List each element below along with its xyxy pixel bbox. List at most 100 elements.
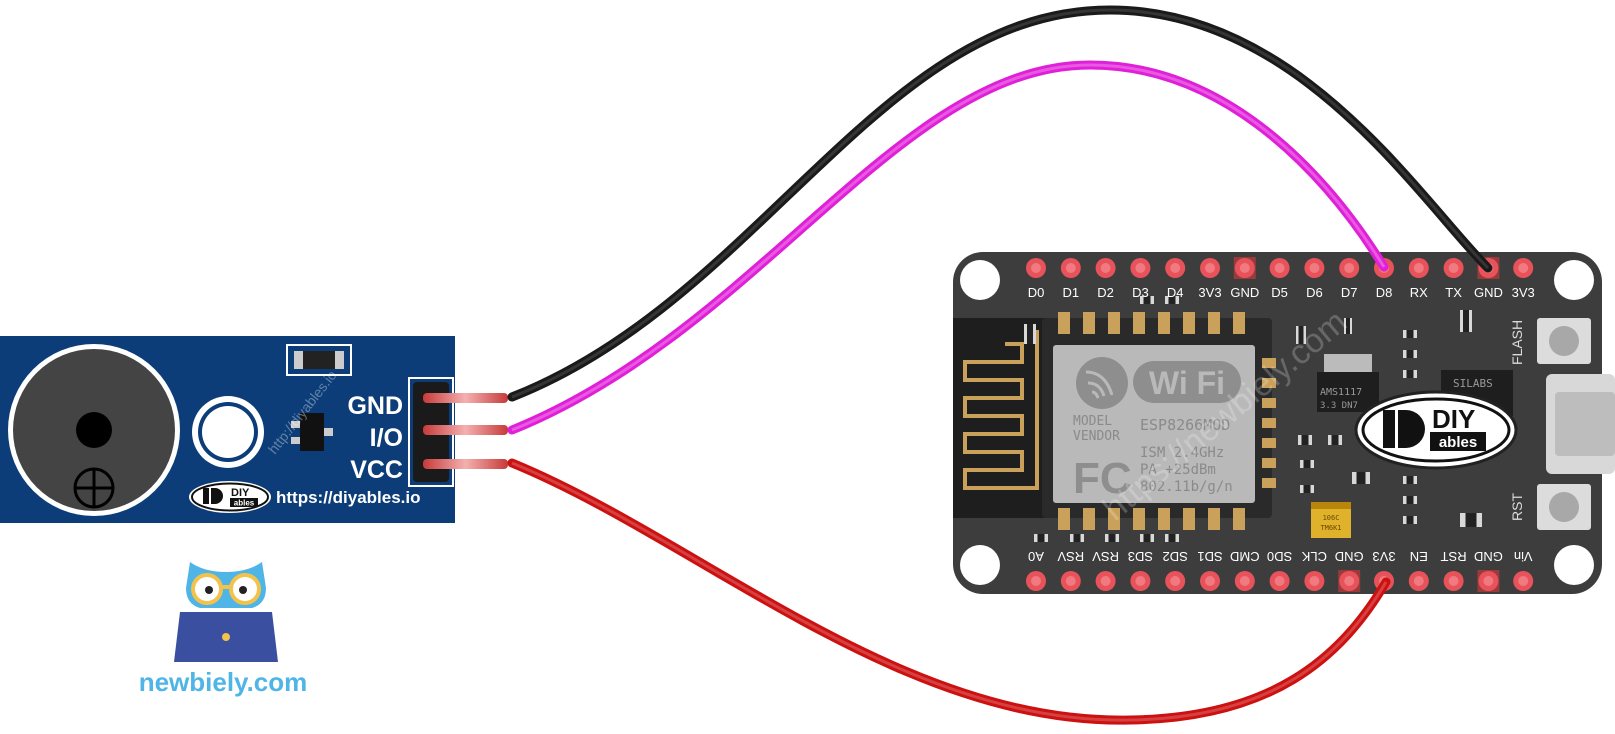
top-pin-3v3: 3V3 [1512,258,1535,300]
smd-part [1460,310,1472,332]
smd-part [1105,534,1119,542]
bottom-pin-sd1: SD1 [1197,549,1223,591]
bottom-pin-en: EN [1408,549,1429,591]
flash-button: FLASH [1509,318,1591,365]
bottom-pin-label: A0 [1028,549,1044,564]
newbiely-site: newbiely.com [139,667,308,697]
top-pin-d1: D1 [1060,258,1081,300]
brand-url: https://diyables.io [276,488,421,507]
bottom-pin-gnd: GND [1335,549,1364,592]
bottom-pin-label: EN [1410,549,1428,564]
bottom-pin-cmd: CMD [1230,549,1260,591]
svg-text:TM6K1: TM6K1 [1320,524,1341,532]
micro-usb-connector [1546,374,1615,474]
smd-part [1140,296,1154,304]
smd-part [1403,516,1417,524]
svg-text:MODEL: MODEL [1073,414,1112,429]
bottom-pin-label: 3V3 [1372,549,1395,564]
smd-part [1140,534,1154,542]
top-pin-3v3: 3V3 [1198,258,1222,300]
top-pin-label: TX [1445,285,1462,300]
bottom-pin-rst: RST [1441,549,1467,591]
corner-hole [1554,260,1594,300]
top-pin-label: D1 [1062,285,1079,300]
smd-part [1403,370,1417,378]
wire-vcc [507,458,1391,725]
svg-text:ISM 2.4GHz: ISM 2.4GHz [1140,445,1224,461]
svg-text:ESP8266MOD: ESP8266MOD [1140,416,1230,434]
top-pin-label: D0 [1028,285,1045,300]
smd-part [1024,324,1036,344]
bottom-pin-vin: Vin [1513,549,1534,591]
bottom-pin-clk: CLK [1301,549,1327,591]
diyables-logo-small: DIY ables [187,479,273,515]
svg-text:FLASH: FLASH [1509,320,1525,365]
smd-part [1403,496,1417,504]
buzzer-module: http://diyables.io GND I/O VCC DIY ables… [0,336,508,523]
smd-part [1403,476,1417,484]
newbiely-logo: newbiely.com [139,562,308,697]
bottom-pin-label: SD0 [1267,549,1292,564]
pin-label-io: I/O [370,424,403,452]
bottom-pin-label: CMD [1230,549,1260,564]
svg-text:3.3 DN7: 3.3 DN7 [1320,401,1358,411]
bottom-pin-label: GND [1474,549,1503,564]
svg-text:VENDOR: VENDOR [1073,429,1120,444]
diyables-logo-large: DIY ables [1354,390,1518,470]
bottom-pin-label: GND [1335,549,1364,564]
bottom-pin-sd3: SD3 [1128,549,1153,591]
bottom-pin-sd2: SD2 [1163,549,1188,591]
top-pin-d0: D0 [1026,258,1046,300]
smd-part [1165,534,1179,542]
top-pin-rx: RX [1408,258,1429,300]
regulator: AMS1117 3.3 DN7 [1317,354,1379,412]
header-pin-gnd [423,393,508,403]
header-pin-vcc [423,459,508,469]
smd-part [1070,534,1084,542]
top-pin-label: D5 [1271,285,1288,300]
svg-text:106C: 106C [1323,514,1340,522]
smd-part [1300,485,1314,493]
svg-text:ables: ables [1439,434,1477,451]
svg-text:SILABS: SILABS [1453,377,1493,390]
top-pin-label: GND [1230,285,1259,300]
svg-text:ables: ables [234,499,255,508]
bottom-pin-label: SD3 [1128,549,1153,564]
svg-text:DIY: DIY [231,487,250,499]
svg-text:PA +25dBm: PA +25dBm [1140,462,1216,478]
smd-part [1344,318,1352,334]
top-pin-label: D2 [1097,285,1114,300]
bottom-pin-label: SD1 [1197,549,1222,564]
top-pin-label: D7 [1341,285,1358,300]
top-pin-label: GND [1474,285,1503,300]
transistor [291,413,333,451]
smd-part [1460,513,1482,527]
wires [507,5,1493,725]
esp-module: Wi Fi MODEL VENDOR ESP8266MOD FC ISM 2.4… [1042,318,1272,518]
bottom-pin-rsv: RSV [1057,549,1084,591]
top-pin-d4: D4 [1165,258,1186,300]
top-pin-label: 3V3 [1198,285,1221,300]
top-pin-gnd: GND [1230,257,1259,300]
wire-io [507,60,1389,435]
bottom-pin-row: A0 RSV RSV SD3 SD2 SD1 CMD SD0 CLK GND 3V3 EN RST GND… [1026,549,1534,592]
top-pin-label: D4 [1167,285,1184,300]
svg-text:RST: RST [1509,493,1525,521]
bottom-pin-label: SD2 [1163,549,1188,564]
top-pin-label: D6 [1306,285,1323,300]
smd-part [1034,534,1048,542]
top-pin-label: D3 [1132,285,1149,300]
corner-hole [960,260,1000,300]
top-pin-d7: D7 [1339,258,1360,300]
bottom-pin-label: RSV [1092,549,1119,564]
bottom-pin-gnd: GND [1474,549,1503,592]
top-pin-tx: TX [1443,258,1464,300]
top-pin-d2: D2 [1095,258,1116,300]
pin-label-gnd: GND [347,392,403,420]
smd-part [1296,326,1306,344]
bottom-pin-label: RST [1441,549,1467,564]
buzzer-hole [76,412,112,448]
smd-resistor [286,344,352,376]
